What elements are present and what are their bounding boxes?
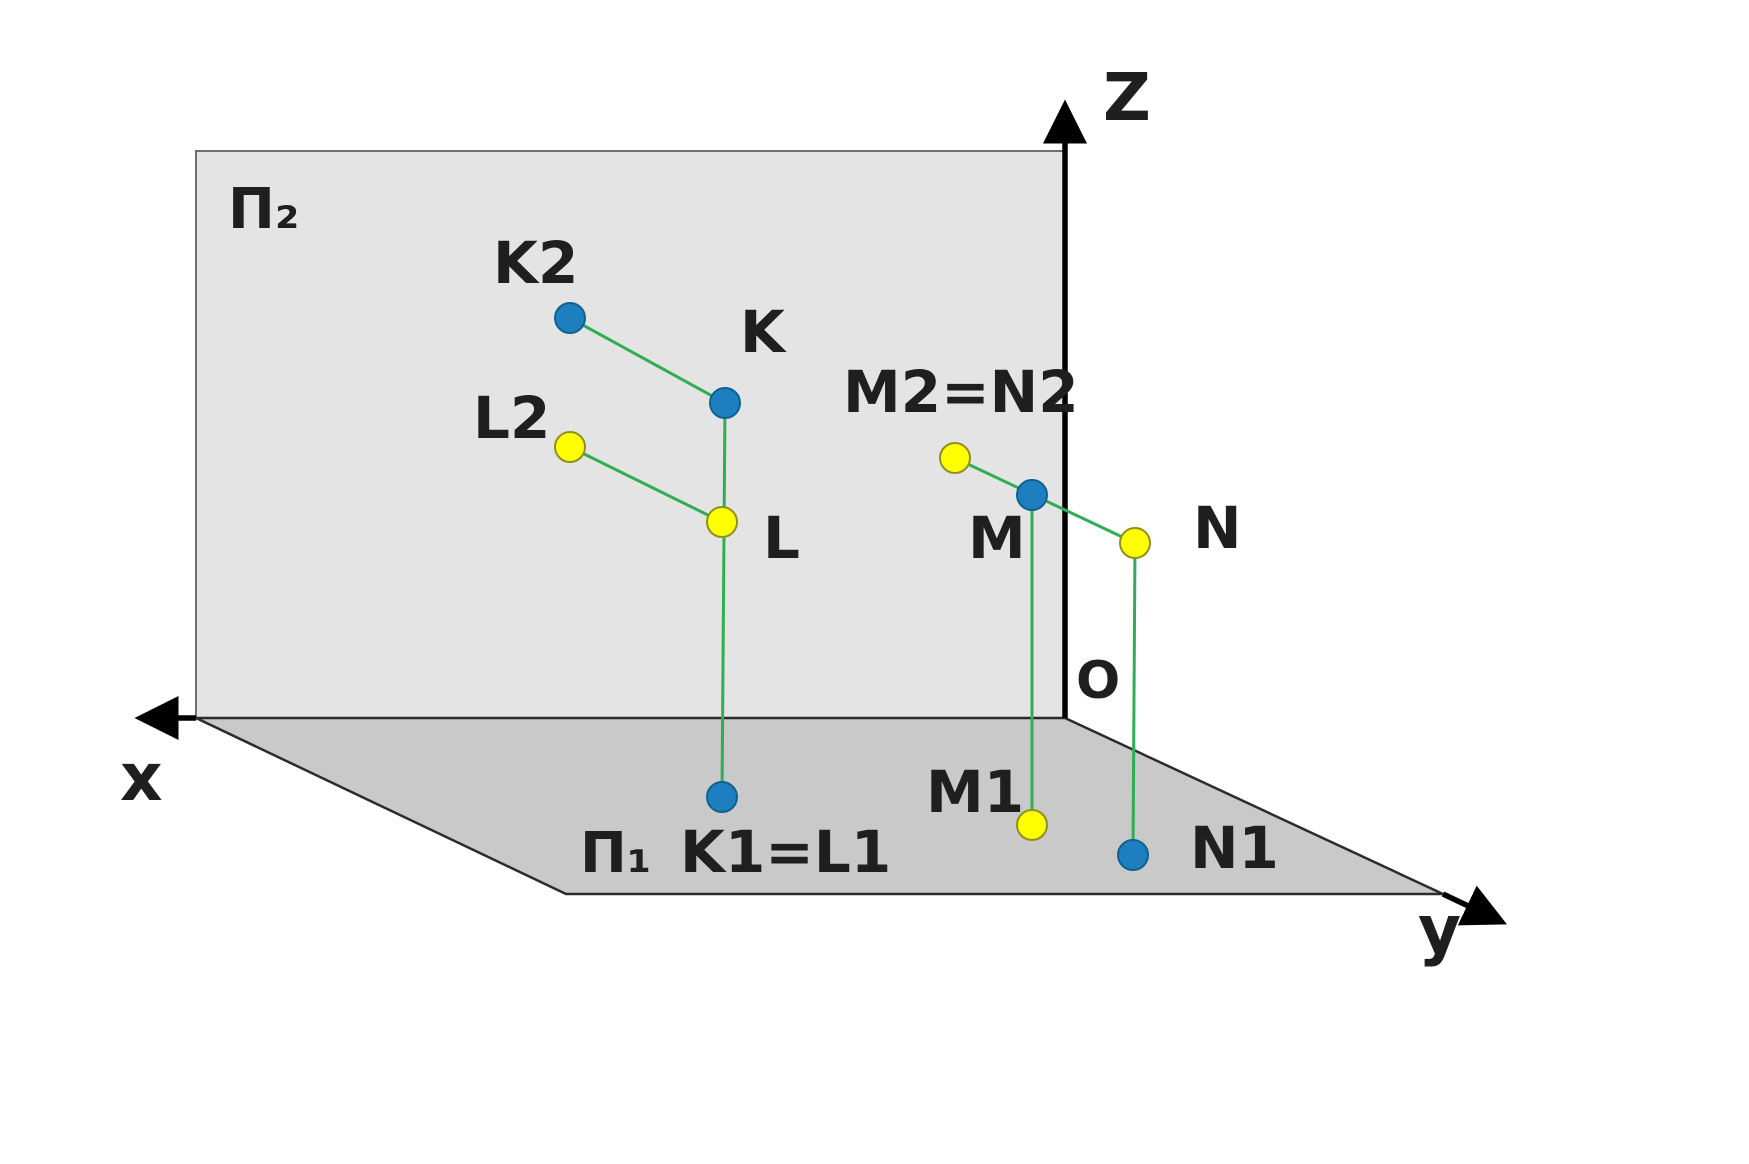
z-axis-label: Z (1103, 59, 1151, 136)
point-L2-label: L2 (473, 384, 550, 452)
point-N1 (1117, 839, 1149, 871)
point-L (706, 506, 738, 538)
point-M2N2 (939, 442, 971, 474)
segment-K2-K (569, 316, 726, 405)
frontal-plane-label: П₂ (228, 177, 299, 242)
point-M1 (1016, 809, 1048, 841)
point-K1L1 (706, 781, 738, 813)
point-K1L1-label: K1=L1 (680, 818, 891, 886)
point-L-label: L (763, 504, 800, 572)
segment-K-K1 (720, 402, 727, 798)
y-axis (1441, 885, 1507, 926)
point-N1-label: N1 (1190, 814, 1279, 882)
x-axis-label: x (120, 739, 163, 816)
point-M (1016, 479, 1048, 511)
point-N (1119, 527, 1151, 559)
point-M2N2-label: M2=N2 (843, 358, 1079, 426)
point-K (709, 387, 741, 419)
point-K2 (554, 302, 586, 334)
segment-N-N1 (1131, 542, 1137, 856)
horizontal-plane-label: П₁ (580, 821, 651, 886)
frontal-plane (195, 150, 1066, 719)
point-M1-label: M1 (926, 758, 1024, 826)
segment-L2-L (569, 445, 723, 524)
point-K-label: K (740, 298, 787, 366)
point-L2 (554, 431, 586, 463)
point-K2-label: K2 (493, 229, 578, 297)
point-N-label: N (1193, 494, 1242, 562)
origin-label: O (1076, 651, 1120, 711)
point-M-label: M (968, 504, 1026, 572)
y-axis-label: y (1418, 891, 1461, 968)
